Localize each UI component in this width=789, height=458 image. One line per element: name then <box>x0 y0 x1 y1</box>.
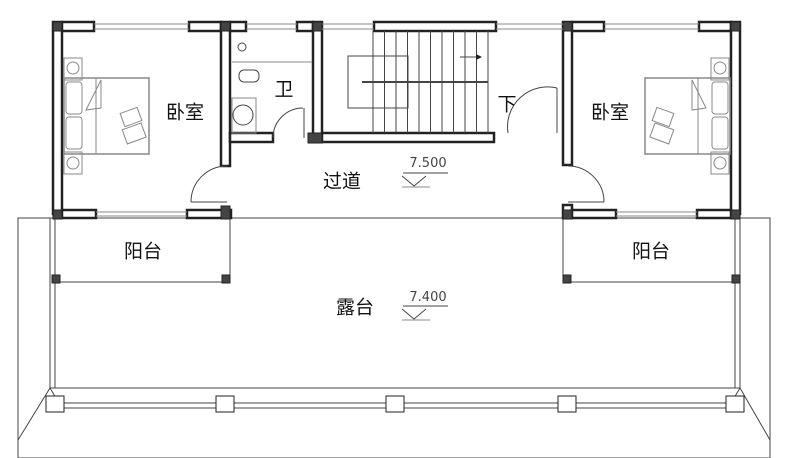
walls <box>51 20 742 220</box>
bed-left <box>63 57 150 175</box>
room-label-terrace: 露台 <box>336 297 374 319</box>
room-label-bedroom-left: 卧室 <box>166 102 204 124</box>
elevation-value: 7.400 <box>409 290 446 305</box>
room-label-balcony-right: 阳台 <box>632 241 670 263</box>
staircase[interactable] <box>347 31 489 133</box>
elevation-mark-corridor: 7.500 <box>401 156 448 188</box>
doors <box>190 86 605 203</box>
terrace-parapet <box>17 217 771 458</box>
room-label-bathroom: 卫 <box>274 79 293 101</box>
room-label-balcony-left: 阳台 <box>124 241 162 263</box>
balcony-right <box>562 218 741 284</box>
elevation-value: 7.500 <box>409 156 446 171</box>
windows <box>94 23 699 217</box>
bathroom-fixtures <box>231 42 312 134</box>
room-label-corridor: 过道 <box>323 171 361 193</box>
stair-down-label: 下 <box>497 94 516 116</box>
balcony-left <box>51 218 231 284</box>
bed-right <box>644 57 731 175</box>
elevation-mark-terrace: 7.400 <box>401 290 448 321</box>
room-label-bedroom-right: 卧室 <box>591 102 629 124</box>
